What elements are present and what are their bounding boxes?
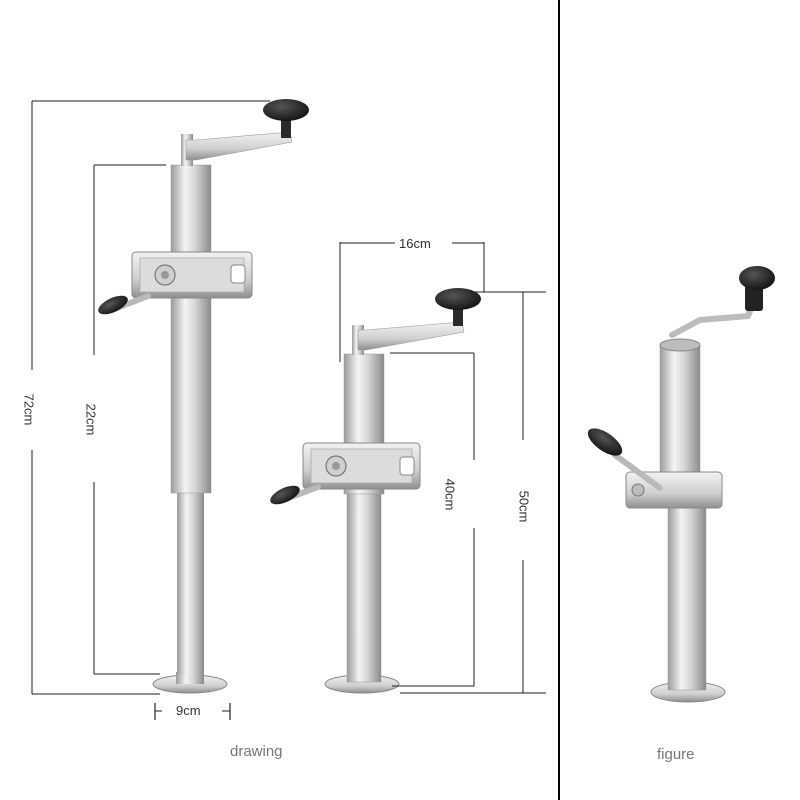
dimension-label-16cm: 16cm: [399, 236, 431, 251]
large-jack-drawing: [31, 99, 309, 720]
dimension-label-40cm: 40cm: [442, 478, 458, 511]
caption-drawing: drawing: [230, 743, 283, 760]
dimension-label-9cm: 9cm: [176, 703, 201, 718]
jack-photo-figure: [587, 266, 775, 703]
dimension-label-50cm: 50cm: [516, 490, 532, 523]
dimension-label-72cm: 72cm: [21, 393, 37, 426]
caption-figure: figure: [657, 746, 695, 763]
small-jack-drawing: [270, 242, 546, 694]
dimension-label-22cm: 22cm: [83, 403, 99, 436]
